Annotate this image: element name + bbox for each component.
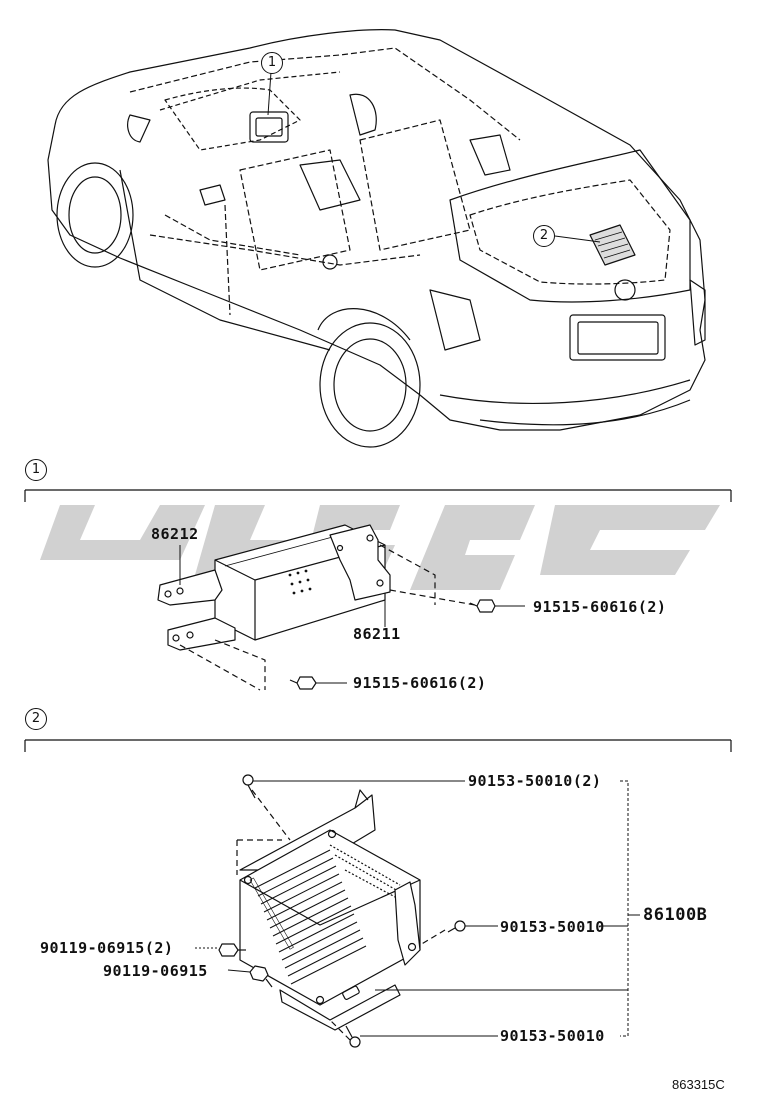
figure-code: 863315C: [672, 1077, 725, 1092]
section-1-frame: [24, 489, 732, 502]
part-90153-50010-top: 90153-50010(2): [468, 772, 602, 790]
part-90119-06915-b: 90119-06915: [103, 962, 208, 980]
part-91515-60616-b: 91515-60616(2): [353, 674, 487, 692]
part-90153-50010-bottom: 90153-50010: [500, 1027, 605, 1045]
part-86211: 86211: [353, 625, 401, 643]
callout-2: 2: [533, 225, 555, 247]
display-unit-assembly: [157, 524, 525, 691]
section-2-frame: [24, 739, 732, 752]
callout-1: 1: [261, 52, 283, 74]
part-86212: 86212: [151, 525, 199, 543]
vehicle-illustration: [47, 29, 706, 448]
part-90153-50010-mid: 90153-50010: [500, 918, 605, 936]
part-86100b: 86100B: [643, 905, 708, 925]
amplifier-assembly: [195, 774, 640, 1048]
section-1-marker: 1: [25, 459, 47, 481]
part-90119-06915-a: 90119-06915(2): [40, 939, 174, 957]
part-91515-60616-a: 91515-60616(2): [533, 598, 667, 616]
section-2-marker: 2: [25, 708, 47, 730]
